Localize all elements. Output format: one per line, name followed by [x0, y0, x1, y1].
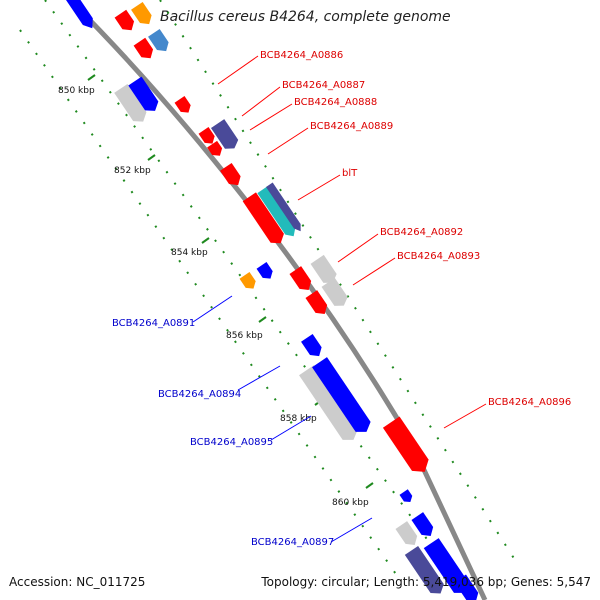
gene-feature[interactable] — [399, 489, 414, 505]
scale-tick — [258, 316, 267, 323]
gene-label[interactable]: BCB4264_A0891 — [112, 318, 195, 329]
gene-label[interactable]: BCB4264_A0888 — [294, 97, 377, 108]
gene-feature[interactable] — [454, 574, 481, 600]
scale-tick — [201, 237, 210, 244]
gene-feature[interactable] — [114, 9, 138, 34]
gene-feature[interactable] — [310, 254, 340, 287]
gene-feature[interactable] — [404, 545, 447, 598]
gene-feature[interactable] — [299, 365, 361, 445]
gene-feature[interactable] — [174, 96, 194, 116]
genome-summary: Topology: circular; Length: 5,419,036 bp… — [261, 575, 591, 589]
scale-label: 860 kbp — [332, 498, 369, 508]
gene-feature[interactable] — [289, 266, 314, 294]
gene-feature[interactable] — [210, 119, 241, 153]
gene-feature[interactable] — [411, 512, 436, 540]
label-leader-line — [337, 233, 379, 263]
gene-feature[interactable] — [266, 182, 304, 234]
gene-label[interactable]: BCB4264_A0887 — [282, 80, 365, 91]
gene-feature[interactable] — [423, 538, 472, 598]
gene-feature[interactable] — [301, 333, 325, 360]
label-leader-line — [249, 103, 293, 131]
gene-feature[interactable] — [62, 0, 98, 32]
gene-feature[interactable] — [148, 28, 172, 55]
label-leader-line — [237, 365, 281, 391]
gene-feature[interactable] — [131, 1, 155, 28]
label-leader-line — [217, 55, 259, 85]
map-title: Bacillus cereus B4264, complete genome — [160, 9, 451, 25]
scale-tick — [87, 74, 96, 81]
gene-label[interactable]: BCB4264_A0896 — [488, 397, 571, 408]
scale-label: 854 kbp — [171, 248, 208, 258]
label-leader-line — [297, 174, 341, 201]
scale-tick — [365, 482, 374, 489]
gene-feature[interactable] — [312, 357, 374, 437]
gene-feature[interactable] — [305, 290, 330, 318]
accession-label: Accession: NC_011725 — [9, 575, 146, 589]
gene-label[interactable]: blT — [342, 168, 358, 179]
gene-feature[interactable] — [114, 83, 150, 126]
gene-label[interactable]: BCB4264_A0893 — [397, 251, 480, 262]
gene-feature[interactable] — [256, 262, 276, 282]
gene-feature[interactable] — [242, 192, 288, 247]
gene-label[interactable]: BCB4264_A0895 — [190, 437, 273, 448]
scale-label: 852 kbp — [114, 166, 151, 176]
label-leader-line — [352, 257, 396, 286]
scale-label: 856 kbp — [226, 331, 263, 341]
label-leader-line — [443, 403, 487, 429]
gene-feature[interactable] — [220, 162, 244, 189]
gene-feature[interactable] — [239, 272, 259, 292]
gene-label[interactable]: BCB4264_A0889 — [310, 121, 393, 132]
gene-feature[interactable] — [321, 277, 351, 310]
gene-label[interactable]: BCB4264_A0892 — [380, 227, 463, 238]
gene-feature[interactable] — [207, 140, 225, 159]
gene-feature[interactable] — [395, 521, 420, 549]
scale-label: 850 kbp — [58, 86, 95, 96]
scale-ring-middle — [44, 0, 471, 600]
label-leader-line — [270, 415, 312, 441]
gene-feature[interactable] — [382, 416, 433, 478]
label-leader-line — [330, 517, 373, 543]
label-leader-line — [192, 295, 233, 323]
gene-label[interactable]: BCB4264_A0894 — [158, 389, 241, 400]
gene-feature[interactable] — [128, 76, 161, 116]
gene-feature[interactable] — [198, 127, 218, 147]
gene-label[interactable]: BCB4264_A0886 — [260, 50, 343, 61]
scale-label: 858 kbp — [280, 414, 317, 424]
label-leader-line — [241, 86, 281, 117]
gene-feature[interactable] — [257, 186, 298, 239]
gene-label[interactable]: BCB4264_A0897 — [251, 537, 334, 548]
gene-feature[interactable] — [133, 37, 157, 62]
scale-tick — [147, 154, 156, 161]
label-leader-line — [267, 127, 309, 155]
